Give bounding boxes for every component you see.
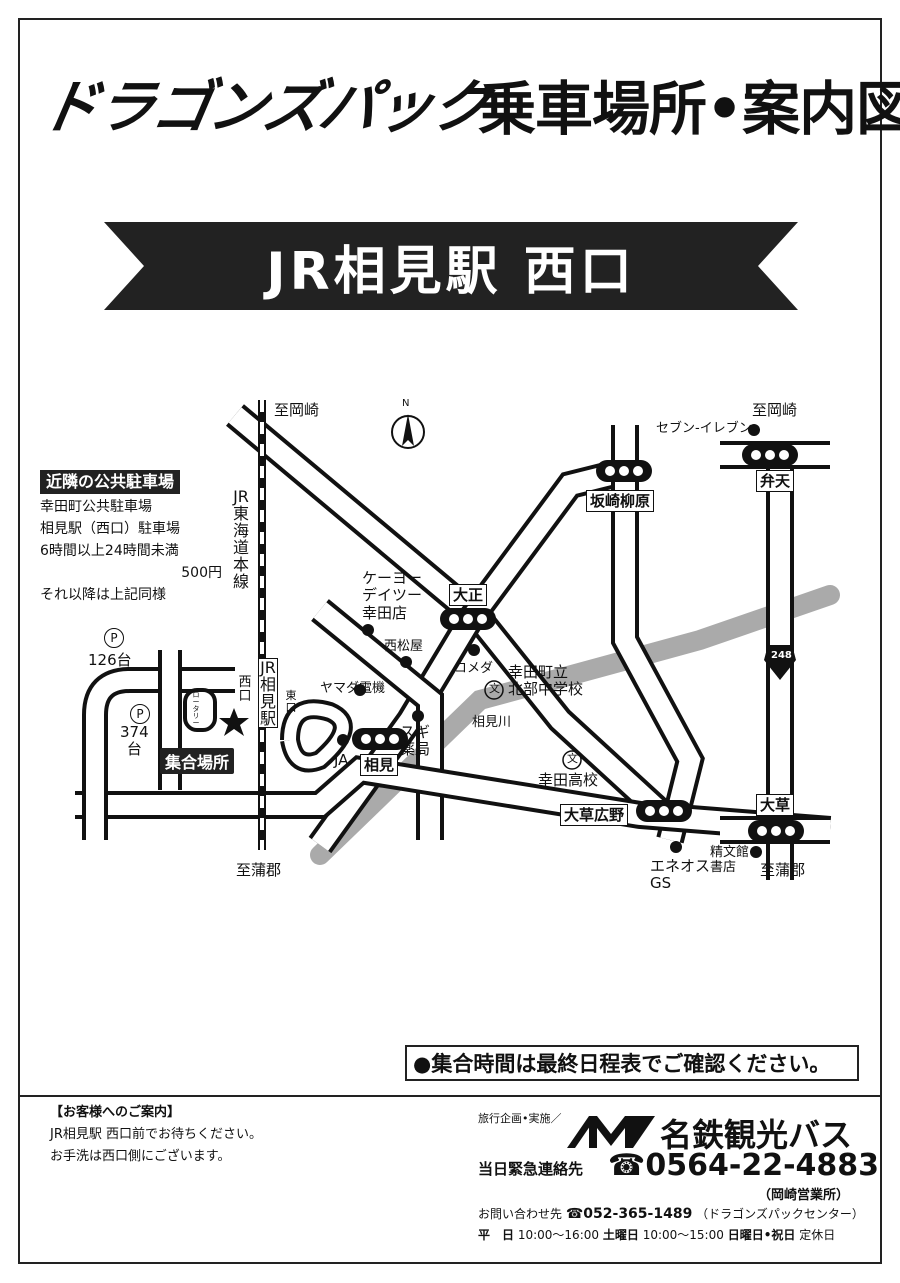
- label-keiyo: ケーヨー デイツー 幸田店: [362, 569, 423, 622]
- label-river: 相見川: [472, 715, 512, 730]
- school-mark-high-icon: 文: [567, 752, 578, 765]
- banner-station-name: JR相見駅 西口: [266, 241, 636, 302]
- weekday-hours: 10:00〜16:00: [517, 1228, 600, 1242]
- parking-line1: 幸田町公共駐車場: [40, 499, 152, 515]
- label-to-gamagori-right: 至蒲郡: [760, 861, 806, 879]
- guide-line1: JR相見駅 西口前でお待ちください。: [50, 1127, 262, 1142]
- inquiry-label: お問い合わせ先: [478, 1207, 563, 1221]
- parking-lot-374: 374 台: [120, 723, 149, 759]
- road-horizontal-bottom: [75, 755, 832, 844]
- business-hours: 平 日 10:00〜16:00 土曜日 10:00〜15:00 日曜日•祝日 定…: [478, 1226, 835, 1243]
- parking-line2: 相見駅（西口）駐車場: [40, 521, 180, 537]
- inquiry-phone: ☎052-365-1489: [565, 1206, 693, 1222]
- intersection-okusa-hirono: 大草広野: [560, 804, 629, 826]
- label-komeda: コメダ: [454, 661, 494, 676]
- label-seven: セブン-イレブン: [656, 421, 752, 436]
- label-to-okazaki-left: 至岡崎: [274, 401, 320, 419]
- label-route-248: 248: [771, 650, 792, 661]
- emergency-note: （岡崎営業所）: [758, 1188, 850, 1203]
- label-higashiguchi: 東口: [285, 689, 297, 714]
- intersection-taisho: 大正: [449, 584, 488, 606]
- route-248-badge-icon: [764, 645, 796, 680]
- label-school-high: 幸田高校: [538, 771, 599, 789]
- label-yamada: ヤマダ電機: [320, 681, 386, 696]
- label-rotary: ロータリー: [192, 691, 200, 727]
- label-to-okazaki-right: 至岡崎: [752, 401, 798, 419]
- label-ja: JA: [334, 751, 349, 769]
- intersection-okusa: 大草: [756, 794, 795, 816]
- parking-line5: それ以降は上記同様: [40, 587, 166, 603]
- holiday-label: 日曜日•祝日: [727, 1228, 796, 1242]
- parking-info: 近隣の公共駐車場 幸田町公共駐車場 相見駅（西口）駐車場 6時間以上24時間未満…: [40, 470, 240, 606]
- page-frame: [18, 18, 882, 1264]
- parking-price: 500円: [181, 565, 222, 581]
- intersection-sakazaki: 坂崎柳原: [586, 490, 655, 512]
- label-sugi: スギ 薬局: [400, 723, 431, 759]
- north-label: N: [402, 398, 410, 409]
- school-mark-north-icon: 文: [489, 682, 500, 695]
- label-seibunkan: 精文館 書店: [710, 845, 750, 875]
- parking-line3: 6時間以上24時間未満: [40, 543, 179, 559]
- intersection-benten: 弁天: [756, 470, 795, 492]
- emergency-phone: ☎0564-22-4883: [608, 1148, 880, 1183]
- meeting-point-label: 集合場所: [160, 748, 235, 774]
- title-subtitle: 乗車場所•案内図: [478, 75, 900, 143]
- title-brand: ドラゴンズパック: [35, 73, 494, 141]
- meeting-star-icon: [219, 708, 249, 736]
- label-jr-station: JR相見駅: [258, 658, 278, 728]
- label-school-north: 幸田町立 北部中学校: [508, 663, 584, 699]
- parking-icon-2: P: [130, 704, 150, 724]
- meitetsu-logo-icon: [567, 1116, 655, 1148]
- title-banner: [104, 222, 798, 310]
- guide-title: 【お客様へのご案内】: [50, 1105, 181, 1120]
- parking-lot-126: 126台: [88, 651, 132, 669]
- customer-guide: 【お客様へのご案内】 JR相見駅 西口前でお待ちください。 お手洗は西口側にござ…: [50, 1102, 262, 1168]
- notice-box: ●集合時間は最終日程表でご確認ください。: [405, 1045, 859, 1081]
- label-to-gamagori-left: 至蒲郡: [236, 861, 282, 879]
- label-eneos: エネオス GS: [650, 857, 711, 893]
- holiday-text: 定休日: [799, 1228, 836, 1242]
- north-arrow-icon: [391, 414, 425, 449]
- inquiry-line: お問い合わせ先 ☎052-365-1489 （ドラゴンズパックセンター）: [478, 1205, 864, 1222]
- label-nishiguchi: 西口: [238, 675, 252, 704]
- parking-icon: P: [104, 628, 124, 648]
- landmark-dots: [337, 424, 762, 858]
- footer-divider: [18, 1095, 882, 1097]
- label-jr-line: JR東海道本線: [232, 487, 249, 591]
- saturday-hours: 10:00〜15:00: [642, 1228, 724, 1242]
- saturday-label: 土曜日: [602, 1228, 639, 1242]
- organizer-label: 旅行企画•実施／: [478, 1112, 562, 1125]
- road-diagonal-main: [226, 404, 690, 841]
- weekday-label: 平 日: [478, 1228, 515, 1242]
- parking-title: 近隣の公共駐車場: [40, 470, 181, 494]
- station-east-loop: [280, 699, 353, 773]
- inquiry-note: （ドラゴンズパックセンター）: [696, 1207, 864, 1221]
- guide-line2: お手洗は西口側にございます。: [50, 1149, 231, 1164]
- emergency-label: 当日緊急連絡先: [478, 1160, 584, 1178]
- company-name: 名鉄観光バス: [660, 1116, 853, 1154]
- intersection-aimi: 相見: [360, 754, 399, 776]
- label-nishimatsuya: 西松屋: [384, 639, 424, 654]
- school-mark-icons: [484, 680, 582, 770]
- route-map: [75, 400, 840, 880]
